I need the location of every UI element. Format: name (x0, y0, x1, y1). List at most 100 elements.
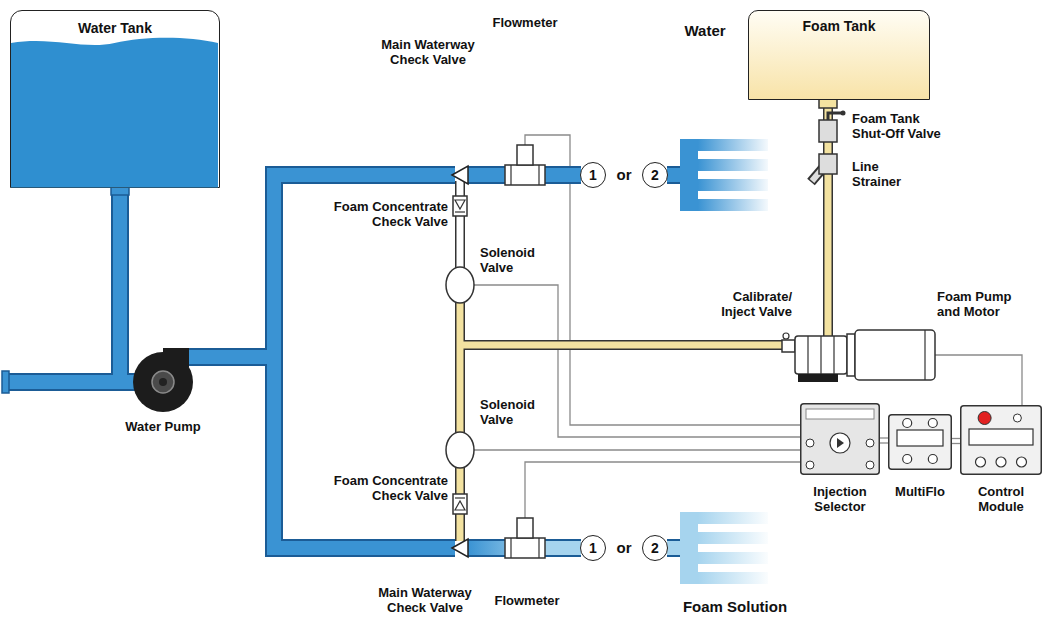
signal-cable (952, 439, 960, 444)
concentrate-pipe-fill (460, 100, 828, 541)
nozzle-jet (698, 512, 768, 524)
device-display (897, 430, 943, 446)
signal-wires (474, 135, 1022, 518)
pipe (468, 166, 581, 184)
multiflo-display: MultiFlo (888, 414, 952, 500)
flowmeter-sensor (517, 145, 533, 165)
device-button (903, 419, 912, 428)
part-label: Foam Pump and Motor (937, 290, 1021, 320)
pipe (457, 181, 464, 268)
pump-base (798, 374, 838, 382)
valve-knob (841, 111, 846, 116)
water-level-drawing (11, 11, 218, 188)
device-display (969, 429, 1033, 445)
nozzle-jet (698, 199, 768, 211)
check-valve-symbol (452, 539, 468, 557)
device-button (1013, 414, 1021, 422)
motor-flange (847, 334, 855, 376)
valve-arrow (455, 501, 465, 510)
part-label: Flowmeter (492, 16, 557, 31)
pipe (460, 340, 786, 350)
flowmeter-sensor (517, 518, 533, 538)
foam-tank: Foam Tank (748, 10, 930, 100)
solution-pipe (667, 541, 682, 555)
strainer-body (819, 154, 837, 174)
device-face-drawing (888, 414, 952, 470)
output-label: Water (684, 22, 725, 39)
signal-wire (525, 462, 800, 518)
nozzle-jet (698, 159, 768, 171)
pump-impeller (152, 371, 174, 393)
signal-wire (474, 449, 800, 450)
selector-button (866, 461, 874, 469)
valve-seat (455, 211, 465, 212)
part-label: Line Strainer (852, 160, 914, 190)
pipe (667, 166, 682, 184)
valve-seat (455, 497, 465, 498)
pipe (667, 168, 682, 182)
device-button (996, 457, 1006, 467)
tank-outlet (819, 99, 837, 108)
device-button (976, 457, 986, 467)
cable-wire (952, 443, 960, 444)
line-strainer-symbol (811, 154, 837, 182)
part-label: Foam Tank (803, 18, 876, 34)
check-valve-symbol (452, 166, 468, 184)
power-button (978, 412, 991, 425)
manifold (680, 139, 698, 211)
signal-wire (474, 285, 800, 437)
option-word: or (617, 539, 632, 556)
pipe (274, 175, 455, 548)
pipe (6, 373, 150, 391)
selector-button (806, 461, 814, 469)
selector-arrow (837, 438, 844, 448)
part-label: Water Tank (78, 20, 152, 36)
nozzle-jet (698, 572, 768, 584)
pipe (455, 181, 465, 541)
device-face (801, 404, 880, 475)
callout-circle: 1 (580, 162, 606, 188)
part-label: Foam Concentrate Check Valve (322, 474, 448, 504)
device-button (928, 419, 937, 428)
valve-arrow (455, 200, 465, 209)
device-button (928, 455, 937, 464)
valve-body (819, 120, 837, 142)
nozzle-jet (698, 139, 768, 151)
inject-valve-body (782, 340, 795, 352)
pipe (185, 350, 274, 364)
control-module: Control Module (960, 405, 1042, 515)
pipe (457, 300, 464, 435)
cable-wire (952, 438, 960, 439)
pump-outlet (163, 348, 189, 367)
pipe (460, 342, 786, 349)
valve-lever (828, 113, 842, 120)
concentrate-pipe-outline (460, 100, 828, 541)
device-face-drawing (960, 405, 1042, 475)
solution-outlet-nozzle (680, 512, 768, 584)
water-pipe-outline (6, 175, 682, 548)
part-label: Main Waterway Check Valve (372, 38, 484, 68)
pipe (111, 194, 129, 382)
callout-circle: 1 (580, 535, 606, 561)
selector-dial (830, 433, 850, 453)
callout-circle: 2 (642, 535, 668, 561)
manifold (680, 512, 698, 584)
pipe (113, 194, 127, 382)
selector-button (866, 439, 874, 447)
flowmeter-flange (511, 165, 539, 185)
pump-body (795, 336, 847, 374)
pipe (274, 175, 455, 548)
part-label: Water Pump (125, 420, 200, 435)
device-button (903, 455, 912, 464)
foam-pump-symbol (782, 330, 935, 382)
flowmeter-flange (511, 538, 539, 558)
injection-selector: Injection Selector (800, 403, 880, 515)
part-label: Foam Tank Shut-Off Valve (852, 112, 948, 142)
flowmeter-symbol (505, 518, 545, 558)
callout-number: 2 (651, 168, 659, 182)
device-header (806, 409, 874, 419)
part-label: Main Waterway Check Valve (369, 586, 481, 616)
nozzle-jet (698, 179, 768, 191)
part-label: Calibrate/ Inject Valve (704, 290, 792, 320)
